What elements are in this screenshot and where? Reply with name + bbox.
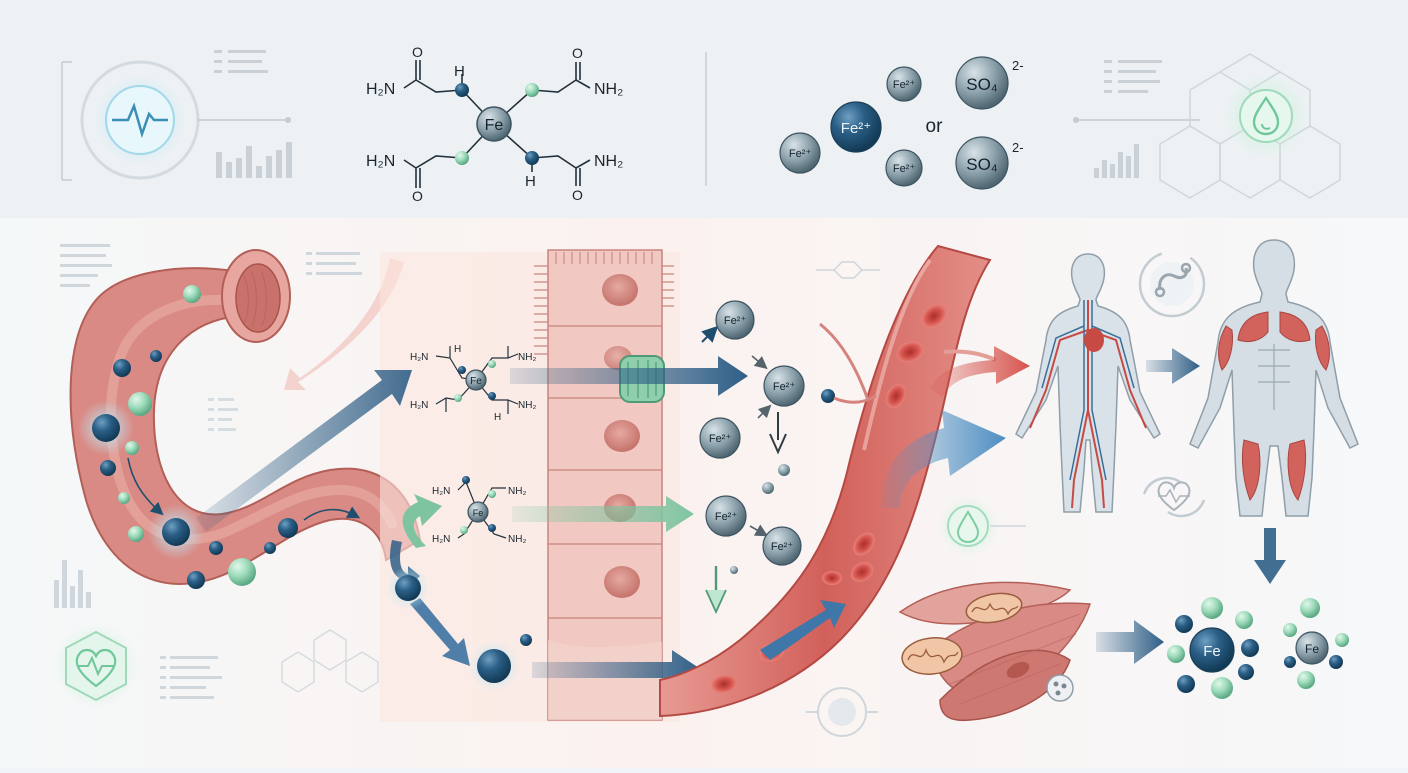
hydrogen-label: H: [454, 344, 461, 355]
uptake-arrow-upper: [196, 370, 412, 532]
fe-ion-small: [886, 66, 922, 102]
amide-label: NH₂: [518, 400, 536, 411]
bar-chart-icon-top-right: [1094, 144, 1139, 178]
hydrogen-label: H: [525, 173, 536, 190]
heartbeat-monitor-icon: [61, 60, 291, 181]
amide-label-tr: NH₂: [594, 81, 623, 98]
sulfate-ion: [955, 56, 1009, 110]
fe2-ion-label: Fe²⁺: [773, 381, 796, 393]
text-lines-decor-left-2: [306, 252, 362, 275]
nitrogen-atom: [455, 83, 469, 97]
sulfate-label: SO₄: [966, 75, 998, 94]
text-lines-decor-top-left: [214, 50, 268, 73]
down-arrow-cell-lower: [705, 566, 727, 615]
amide-label: NH₂: [508, 486, 526, 497]
oxygen-label: O: [412, 188, 423, 204]
amide-label-tl: H₂N: [366, 81, 395, 98]
amide-label: H₂N: [432, 534, 450, 545]
amide-label: NH₂: [508, 534, 526, 545]
down-arrow-cell-upper: [769, 412, 787, 455]
oxygen-label: O: [572, 45, 583, 61]
iron-store-label: Fe: [1203, 643, 1221, 660]
blue-down-arrow: [410, 598, 470, 666]
amide-label: H₂N: [410, 352, 428, 363]
fe-ion-label: Fe²⁺: [789, 148, 812, 160]
fe2-ion-label: Fe²⁺: [771, 541, 794, 553]
amide-label-bl: H₂N: [366, 153, 395, 170]
muscle-to-storage-arrow: [1254, 528, 1286, 584]
oxygen-label: O: [572, 187, 583, 203]
text-lines-decor-top-right: [1104, 60, 1162, 93]
fe2-ion-label: Fe²⁺: [715, 511, 738, 523]
fe-ion-label: Fe²⁺: [893, 79, 916, 91]
sulfate-label: SO₄: [966, 155, 998, 174]
fe-ion-small: [885, 149, 923, 187]
iron-store-label: Fe: [1305, 642, 1319, 656]
ferrous-sulfate-ions: Fe²⁺ Fe²⁺ Fe²⁺ Fe²⁺ or SO₄ 2- SO₄ 2-: [779, 56, 1024, 190]
chelate-molecule-upper: Fe H₂N NH₂ H₂N NH₂ H H: [410, 344, 536, 423]
fe-center-label: Fe: [485, 117, 504, 134]
or-label: or: [926, 116, 944, 137]
fe-center-label: Fe: [470, 376, 482, 387]
sulfate-ion: [955, 136, 1009, 190]
iron-particles-absorbing: [386, 566, 532, 692]
heart-cycle-icon: [1142, 476, 1206, 518]
iron-store-cluster-large: Fe: [1167, 597, 1259, 699]
target-icon: [806, 687, 878, 737]
to-body-arrow-red: [930, 346, 1030, 398]
fe-ion-label: Fe²⁺: [841, 120, 871, 137]
iron-drop-icon: [1224, 74, 1308, 158]
fe2-ion-label: Fe²⁺: [724, 315, 747, 327]
circulation-to-muscle-arrow: [1146, 348, 1200, 384]
transport-arrow-middle: [512, 496, 694, 532]
fe2-ion-label: Fe²⁺: [709, 433, 732, 445]
heart-shield-icon: [54, 624, 138, 708]
to-body-arrow-blue: [881, 410, 1006, 508]
oxygen-atom: [525, 83, 539, 97]
amide-label: NH₂: [518, 352, 536, 363]
nitrogen-atom: [525, 151, 539, 165]
oxygen-label: O: [412, 44, 423, 60]
fe-ion-large: [830, 101, 882, 153]
blood-vessel: [659, 244, 997, 718]
amide-label: H₂N: [432, 486, 450, 497]
muscle-fibers-mitochondria: [898, 581, 1092, 722]
amide-label: H₂N: [410, 400, 428, 411]
sulfate-charge: 2-: [1012, 140, 1024, 155]
top-panel-background: [0, 0, 1408, 218]
human-figure-circulation: [1015, 253, 1161, 513]
hexagon-decor-bottom: [281, 629, 379, 693]
text-lines-decor-left: [60, 244, 112, 287]
iron-particles-intestine: [78, 285, 361, 589]
human-figure-muscles: [1189, 239, 1359, 517]
fe-ion-label: Fe²⁺: [893, 163, 916, 175]
fe2-ions-cytoplasm: Fe²⁺ Fe²⁺ Fe²⁺ Fe²⁺ Fe²⁺: [699, 300, 835, 574]
bar-chart-icon-left: [54, 560, 91, 608]
oxygen-atom: [455, 151, 469, 165]
text-lines-decor-bottom-left: [160, 656, 222, 699]
iron-bisglycinate-structure: Fe H₂N NH₂ H₂N NH₂ O O O O H H: [366, 44, 623, 204]
fe-atom: [476, 106, 512, 142]
bar-chart-icon-top-left: [216, 142, 292, 178]
fe-ion-small: [779, 132, 821, 174]
intestinal-villi-membrane: [534, 249, 674, 721]
chelate-molecule-lower: Fe H₂N NH₂ H₂N NH₂: [432, 476, 526, 545]
fe-center-label: Fe: [473, 508, 484, 518]
green-curve-arrow: [402, 494, 442, 548]
text-lines-decor-mid: [208, 398, 238, 431]
transport-arrow-upper: [510, 356, 748, 396]
amide-label-br: NH₂: [594, 153, 623, 170]
muscle-to-iron-arrow: [1096, 620, 1164, 664]
vessel-flow-arrow: [760, 600, 846, 660]
enzyme-cycle-icon: [1138, 250, 1206, 318]
transport-arrow-lower: [532, 650, 702, 690]
iron-store-cluster-small: Fe: [1283, 598, 1349, 689]
hydrogen-label: H: [494, 412, 501, 423]
hydrogen-label: H: [454, 63, 465, 80]
hexagon-icon-small: [816, 261, 880, 279]
sulfate-charge: 2-: [1012, 58, 1024, 73]
iron-drop-icon-small: [938, 496, 1026, 556]
